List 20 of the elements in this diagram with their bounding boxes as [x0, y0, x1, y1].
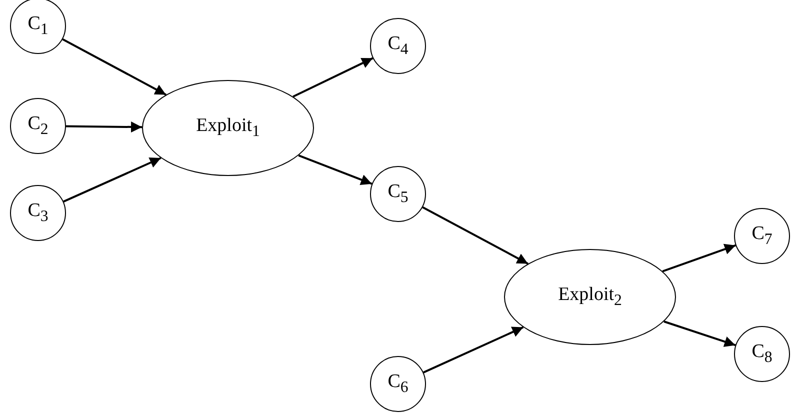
arrow	[63, 157, 162, 202]
arrow	[422, 206, 528, 265]
arrow	[62, 38, 166, 96]
node-label: C$_{2}$	[28, 113, 48, 139]
node-label: Exploit$_{2}$	[558, 284, 622, 310]
arrow	[662, 244, 736, 272]
node-label: C$_{5}$	[388, 181, 408, 207]
component-circle	[10, 0, 66, 54]
node-label: C$_{4}$	[388, 33, 408, 59]
arrow	[292, 57, 374, 98]
node-label: C$_{6}$	[388, 371, 408, 397]
arrow	[664, 320, 736, 347]
node-label: C$_{3}$	[28, 200, 48, 226]
node-label: C$_{8}$	[752, 341, 772, 367]
node-label: C$_{7}$	[752, 223, 772, 249]
node-label: C$_{1}$	[28, 13, 48, 39]
arrow	[66, 121, 142, 132]
arrow	[423, 326, 524, 374]
arrow	[298, 154, 372, 185]
node-label: Exploit$_{1}$	[196, 115, 260, 141]
